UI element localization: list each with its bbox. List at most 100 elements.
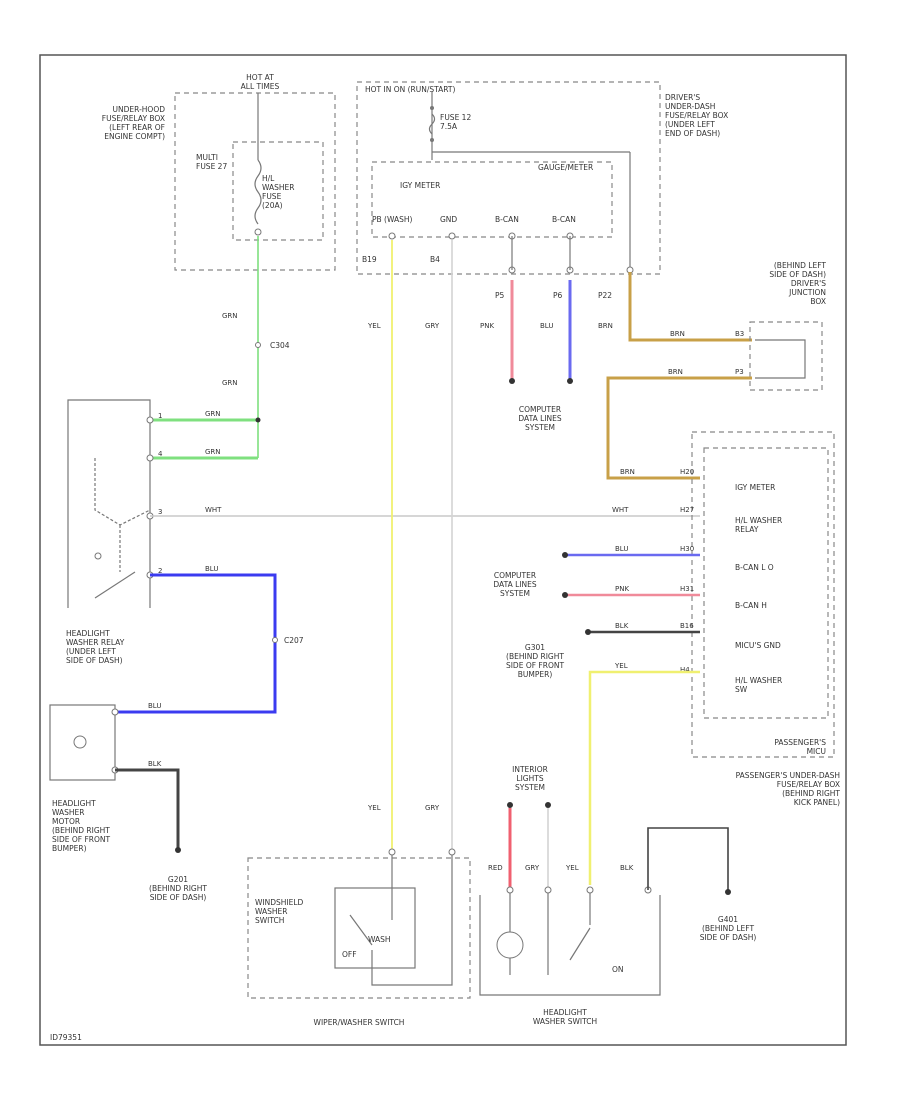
c207-label: C207 (284, 636, 304, 645)
svg-text:GRY: GRY (425, 322, 440, 330)
gauge-pin-gnd: GND (440, 215, 457, 224)
brn-wire-passenger (606, 376, 752, 480)
blk-wire-g201 (115, 768, 180, 850)
svg-text:3: 3 (158, 508, 162, 516)
wash-label: WASH (368, 935, 391, 944)
svg-text:RED: RED (488, 864, 503, 872)
svg-text:WHT: WHT (612, 506, 629, 514)
svg-text:BLK: BLK (615, 622, 629, 630)
conn-p5: P5 (495, 291, 505, 300)
gauge-pin-bcan-1: B-CAN (495, 215, 519, 224)
svg-text:H31: H31 (680, 585, 694, 593)
svg-text:H30: H30 (680, 545, 694, 553)
svg-text:BRN: BRN (670, 330, 685, 338)
blk-wire-g401 (647, 827, 729, 890)
off-label: OFF (342, 950, 357, 959)
junction-box (749, 321, 823, 391)
svg-text:GRN: GRN (222, 312, 238, 320)
svg-text:1: 1 (158, 412, 162, 420)
svg-text:GRN: GRN (205, 410, 221, 418)
svg-text:P3: P3 (735, 368, 744, 376)
svg-text:GRY: GRY (425, 804, 440, 812)
svg-text:YEL: YEL (614, 662, 628, 670)
blu-wire-motor (115, 573, 277, 714)
svg-text:BLK: BLK (148, 760, 162, 768)
brn-wire-junction (628, 272, 752, 342)
svg-text:B-CAN L O: B-CAN L O (735, 563, 774, 572)
svg-text:PNK: PNK (615, 585, 629, 593)
svg-text:B-CAN H: B-CAN H (735, 601, 767, 610)
svg-text:2: 2 (158, 567, 162, 575)
conn-b4: B4 (430, 255, 440, 264)
gauge-pin-wash: PB (WASH) (372, 215, 413, 224)
svg-text:BRN: BRN (668, 368, 683, 376)
gauge-pin-bcan-2: B-CAN (552, 215, 576, 224)
svg-text:WHT: WHT (205, 506, 222, 514)
conn-b19: B19 (362, 255, 377, 264)
svg-text:BRN: BRN (598, 322, 613, 330)
svg-text:BLU: BLU (205, 565, 218, 573)
svg-text:H20: H20 (680, 468, 694, 476)
svg-text:IGY METER: IGY METER (735, 483, 775, 492)
gauge-meter-unit: GAUGE/METER (538, 163, 593, 172)
svg-text:B16: B16 (680, 622, 694, 630)
conn-p6: P6 (553, 291, 563, 300)
svg-text:4: 4 (158, 450, 163, 458)
svg-text:YEL: YEL (367, 804, 381, 812)
on-label: ON (612, 965, 624, 974)
diagram-frame (39, 54, 847, 1046)
gauge-meter-name: IGY METER (400, 181, 440, 190)
svg-text:H4: H4 (680, 666, 690, 674)
driver-hot-label: HOT IN ON (RUN/START) (365, 85, 456, 94)
conn-p22: P22 (598, 291, 612, 300)
svg-text:MICU'S GND: MICU'S GND (735, 641, 781, 650)
svg-text:YEL: YEL (565, 864, 579, 872)
svg-text:GRN: GRN (222, 379, 238, 387)
svg-text:BLK: BLK (620, 864, 634, 872)
svg-text:YEL: YEL (367, 322, 381, 330)
c304-label: C304 (270, 341, 290, 350)
svg-text:GRY: GRY (525, 864, 540, 872)
svg-text:PNK: PNK (480, 322, 494, 330)
svg-text:B3: B3 (735, 330, 744, 338)
svg-text:BRN: BRN (620, 468, 635, 476)
figure-id: ID79351 (50, 1033, 82, 1042)
svg-text:BLU: BLU (615, 545, 628, 553)
svg-text:H27: H27 (680, 506, 694, 514)
wiper-title: WIPER/WASHER SWITCH (314, 1018, 405, 1027)
svg-text:BLU: BLU (148, 702, 161, 710)
svg-text:GRN: GRN (205, 448, 221, 456)
yel-wire-hl-switch (588, 670, 700, 885)
svg-text:BLU: BLU (540, 322, 553, 330)
